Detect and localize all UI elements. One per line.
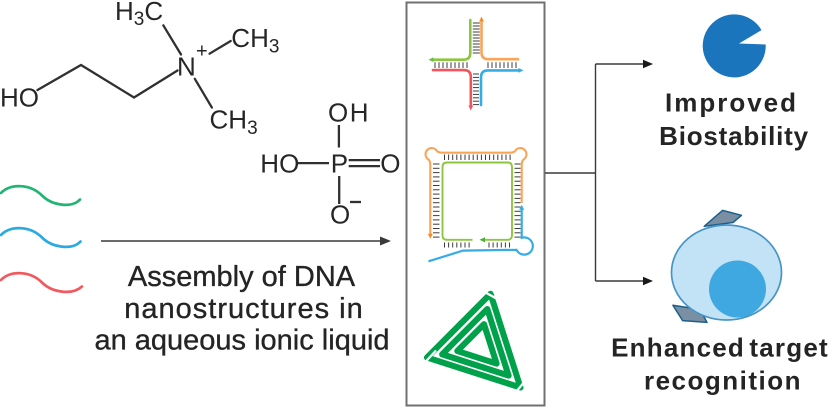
- svg-text:H3C: H3C: [115, 0, 163, 30]
- svg-text:HO: HO: [0, 83, 39, 113]
- svg-text:Biostability: Biostability: [659, 121, 809, 151]
- svg-text:N: N: [177, 51, 196, 81]
- svg-text:O: O: [330, 200, 350, 230]
- svg-text:P: P: [331, 149, 348, 179]
- svg-text:CH3: CH3: [210, 105, 258, 140]
- svg-text:Enhanced target: Enhanced target: [611, 333, 829, 363]
- svg-text:nanostructures in: nanostructures in: [124, 293, 363, 325]
- svg-text:+: +: [196, 41, 208, 63]
- svg-text:recognition: recognition: [644, 366, 802, 396]
- svg-text:O: O: [380, 149, 400, 179]
- svg-text:HO: HO: [260, 149, 299, 179]
- svg-text:OH: OH: [328, 98, 370, 128]
- svg-text:Improved: Improved: [665, 88, 798, 118]
- svg-text:Assembly of DNA: Assembly of DNA: [128, 261, 356, 293]
- svg-text:CH3: CH3: [231, 23, 279, 58]
- svg-text:an aqueous ionic liquid: an aqueous ionic liquid: [94, 325, 389, 357]
